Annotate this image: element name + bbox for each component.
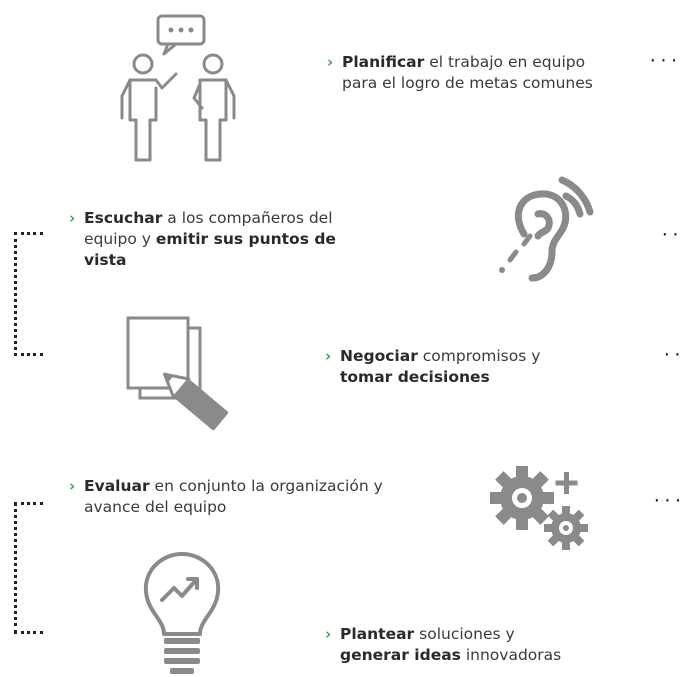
hearing-assistance-icon [499,176,594,282]
item-bold-label-2: tomar decisiones [340,368,490,386]
item-planificar: › Planificar el trabajo en equipo para e… [327,52,662,94]
chevron-icon: › [69,209,76,227]
chevron-icon: › [69,477,76,495]
item-bold-label: Planificar [342,53,425,71]
dotted-bracket [14,502,43,634]
gears-plus-icon [490,466,588,550]
item-bold-label-3: vista [84,251,127,269]
dot-leader: ··· [660,225,684,244]
chevron-icon: › [327,53,334,71]
document-pencil-icon [126,316,229,431]
item-text-line2: avance del equipo [84,498,227,516]
lightbulb-trend-icon [143,552,221,674]
chevron-icon: › [325,347,332,365]
item-text: el trabajo en equipo [424,53,586,71]
item-text-line2: para el logro de metas comunes [342,74,593,92]
dotted-bracket [14,232,43,356]
item-bold-label: Plantear [340,625,415,643]
item-text: a los compañeros del [162,209,333,227]
dot-leader: ··· [652,491,684,510]
item-bold-label-2: generar ideas [340,646,461,664]
item-plantear: › Plantear soluciones y generar ideas in… [325,624,660,666]
chevron-icon: › [325,625,332,643]
dot-leader: ··· [648,51,680,70]
item-bold-label: Escuchar [84,209,163,227]
item-evaluar: › Evaluar en conjunto la organización y … [69,476,444,518]
item-negociar: › Negociar compromisos y tomar decisione… [325,346,660,388]
item-text-2: innovadoras [460,646,562,664]
item-text: compromisos y [417,347,541,365]
item-escuchar: › Escuchar a los compañeros del equipo y… [69,208,404,271]
two-people-talking-icon [120,14,236,162]
item-text-line2: equipo y [84,230,156,248]
item-text: en conjunto la organización y [149,477,383,495]
item-bold-label: Evaluar [84,477,150,495]
item-bold-label-2: emitir sus puntos de [155,230,336,248]
item-text: soluciones y [414,625,515,643]
dot-leader: ··· [662,345,684,364]
item-bold-label: Negociar [340,347,418,365]
